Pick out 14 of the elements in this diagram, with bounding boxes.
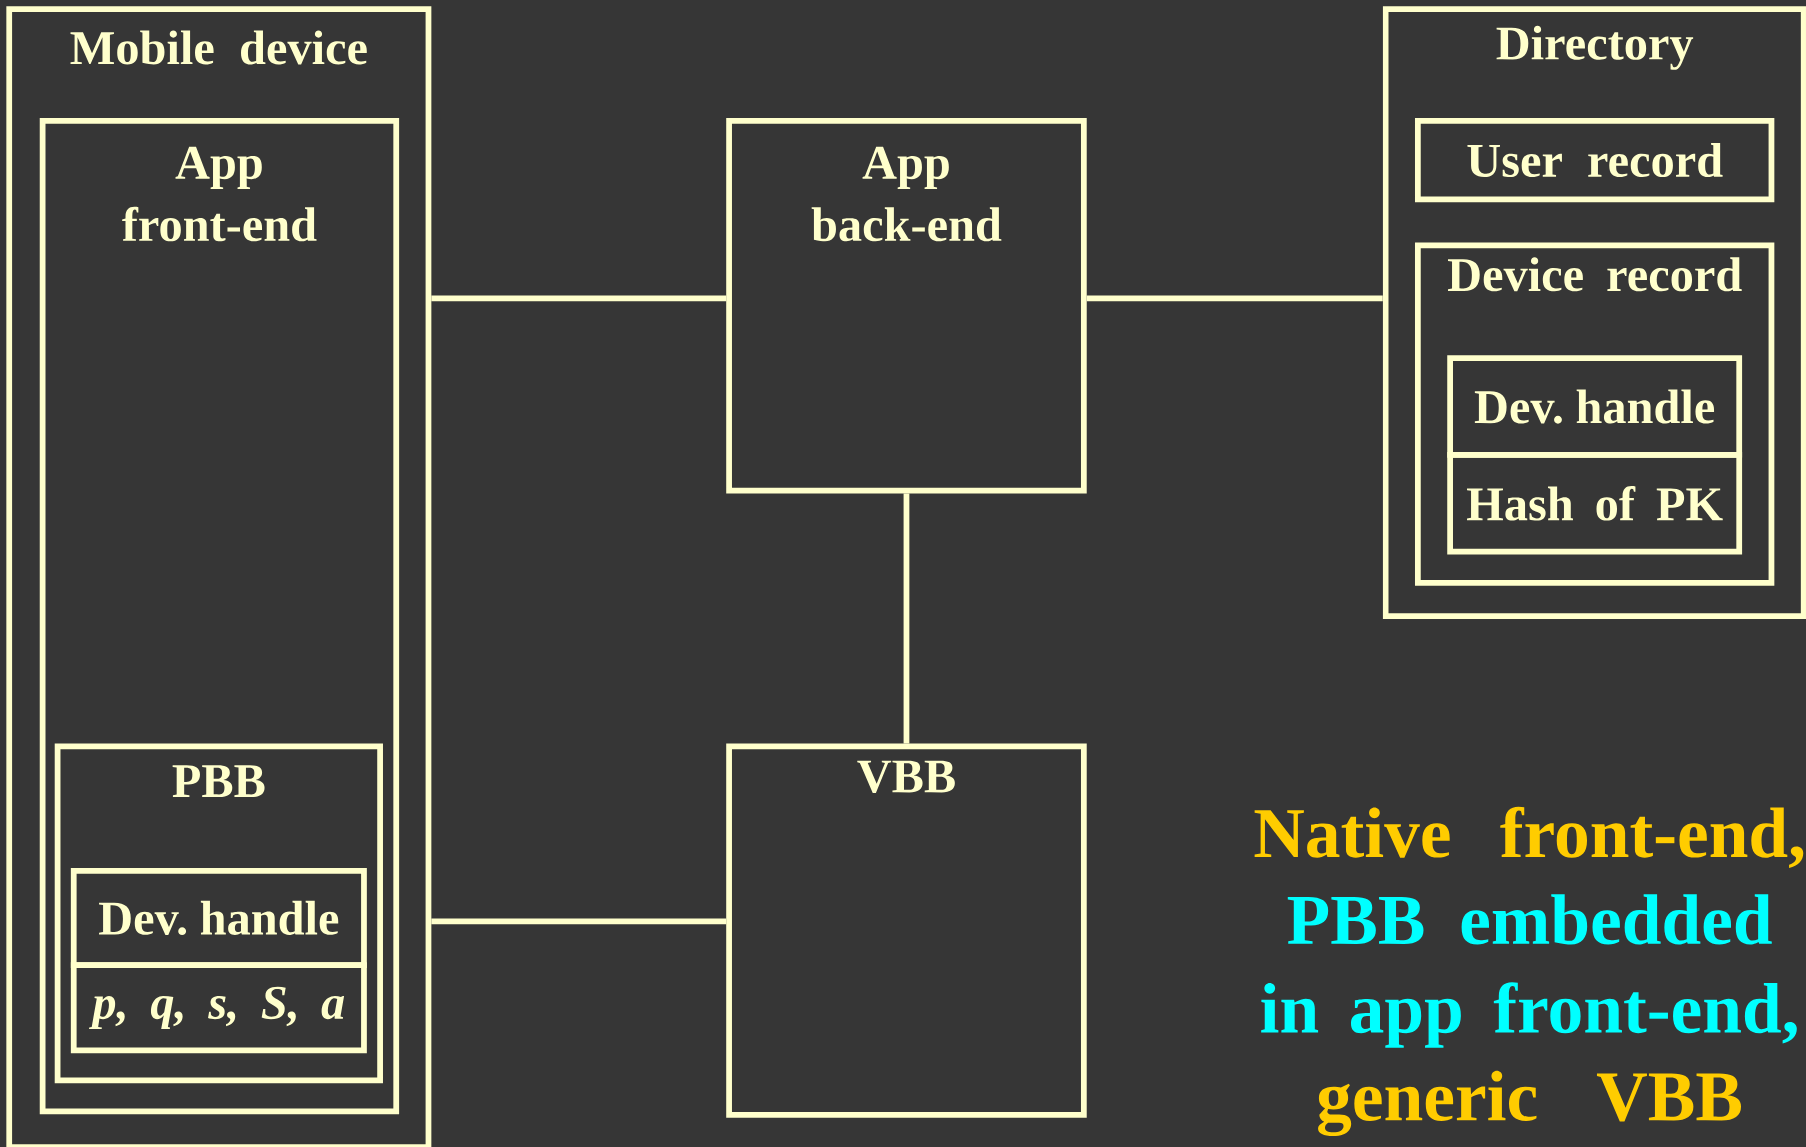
caption-text: generic VBB (1318, 1070, 1741, 1136)
field-box: Dev. handle (70, 867, 367, 968)
connector-line (431, 918, 727, 925)
vbb-box: VBB (726, 743, 1087, 1118)
caption-text: Native front-end, (1254, 806, 1804, 868)
field-box: Hash of PK (1447, 452, 1743, 555)
connector-line (431, 295, 727, 302)
back-end-box: App back-end (726, 118, 1087, 494)
field-box: Dev. handle (1447, 355, 1743, 458)
connector-line (1086, 295, 1383, 302)
connector-line (903, 493, 910, 744)
field-box: p, q, s, S, a (70, 962, 367, 1054)
caption-text: PBB embedded in app front-end, (1261, 894, 1797, 1048)
record-box: User record (1414, 118, 1775, 203)
